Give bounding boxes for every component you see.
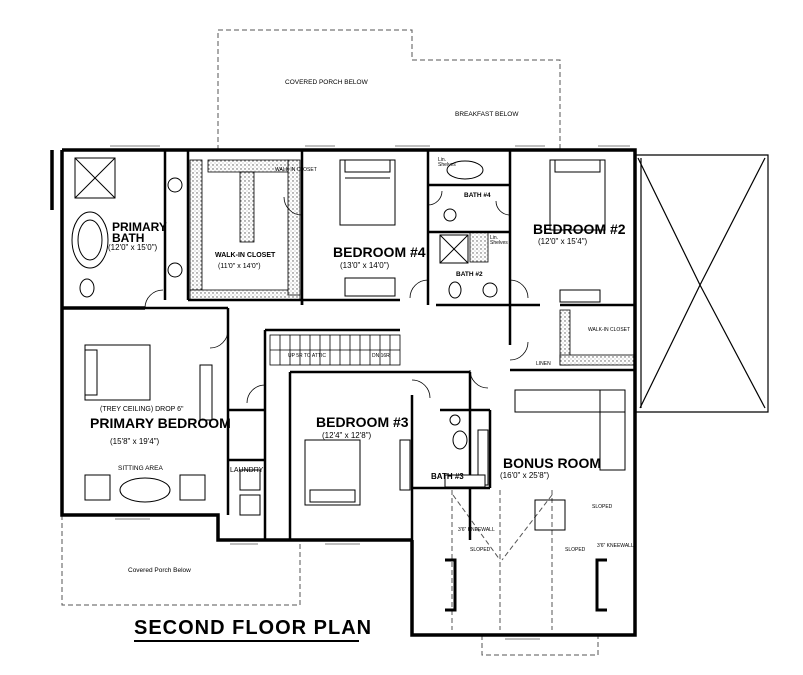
exterior-walls <box>50 148 637 637</box>
closet-shelving <box>189 159 636 366</box>
room-name-primary-bedroom: PRIMARY BEDROOM <box>90 415 231 431</box>
sloped-label-2: SLOPED <box>565 547 586 553</box>
room-name-bath-2: BATH #2 <box>456 271 483 278</box>
room-name-bonus-room: BONUS ROOM <box>503 455 601 471</box>
plan-title: SECOND FLOOR PLAN <box>134 617 373 639</box>
room-dims-bedroom-2: (12'0" x 15'4") <box>538 237 588 246</box>
covered-porch-below-top: COVERED PORCH BELOW <box>285 79 368 86</box>
room-name-laundry: LAUNDRY <box>230 467 264 474</box>
room-name-bedroom-3: BEDROOM #3 <box>316 414 409 430</box>
room-name-bedroom-2: BEDROOM #2 <box>533 221 626 237</box>
door-swings <box>144 190 529 404</box>
room-dims-bonus-room: (16'0" x 25'8") <box>500 471 550 480</box>
room-ceiling-primary-bedroom: (TREY CEILING) DROP 6" <box>100 406 184 413</box>
room-dims-bedroom-4: (13'0" x 14'0") <box>340 261 390 270</box>
interior-walls <box>145 150 635 540</box>
room-dims-bedroom-3: (12'4" x 12'8") <box>322 431 372 440</box>
room-name-bath-4: BATH #4 <box>464 192 491 199</box>
room-name-walk-in-closet: WALK-IN CLOSET <box>215 252 276 259</box>
kneewall-label-1: 3'6" KNEEWALL <box>458 527 495 533</box>
title-underline <box>134 640 359 642</box>
linen-shelves-1: Lin. Shelves <box>438 157 456 168</box>
sloped-label-1: SLOPED <box>470 547 491 553</box>
dashed-outlines <box>61 29 599 656</box>
room-dims-walk-in-closet: (11'0" x 14'0") <box>218 263 261 270</box>
linen-shelves-2: Lin. Shelves <box>490 235 508 246</box>
stairs <box>269 334 401 366</box>
room-dims-primary-bath: (12'0" x 15'0") <box>108 243 158 252</box>
sitting-area-label: SITTING AREA <box>118 465 163 472</box>
furniture <box>84 277 626 531</box>
room-name-primary-bath: PRIMARY BATH <box>112 220 167 245</box>
kneewalls <box>445 558 607 612</box>
roof-lines <box>635 154 769 413</box>
bath-fixtures <box>71 157 498 516</box>
stairs-up-label: UP 5R TO ATTIC <box>288 353 326 359</box>
walk-in-closet-small: WALK-IN CLOSET <box>588 327 631 333</box>
room-dims-primary-bedroom: (15'8" x 19'4") <box>110 437 160 446</box>
walk-in-closet-top: WALK IN CLOSET <box>275 167 317 173</box>
covered-porch-below-bottom: Covered Porch Below <box>128 567 191 574</box>
room-name-bath-3: BATH #3 <box>431 472 464 481</box>
stairs-down-label: DN 16R <box>372 353 390 359</box>
linen-label: LINEN <box>536 361 551 367</box>
kneewall-label-2: 3'6" KNEEWALL <box>597 543 634 549</box>
dimension-ticks <box>110 145 630 640</box>
breakfast-below: BREAKFAST BELOW <box>455 111 519 118</box>
beds <box>84 159 606 506</box>
room-name-bedroom-4: BEDROOM #4 <box>333 244 426 260</box>
sloped-label-3: SLOPED <box>592 504 613 510</box>
